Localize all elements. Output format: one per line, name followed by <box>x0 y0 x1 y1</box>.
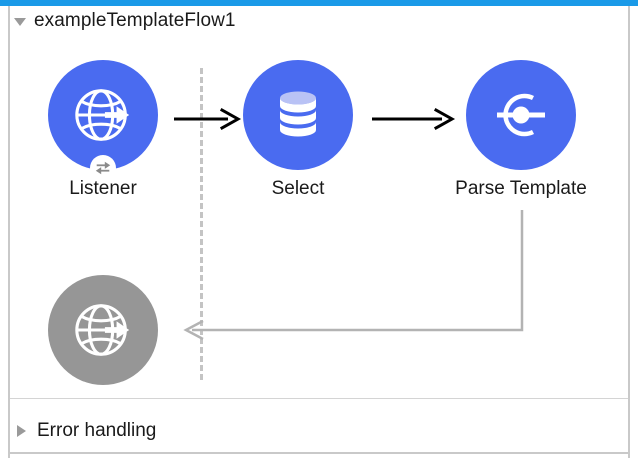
node-parse-template-circle[interactable] <box>466 60 576 170</box>
node-error-listener[interactable] <box>48 275 158 385</box>
node-listener-badge <box>90 155 116 181</box>
globe-arrow-icon <box>75 89 130 141</box>
globe-arrow-icon <box>75 304 130 356</box>
node-listener[interactable]: Listener <box>48 60 158 199</box>
node-listener-label: Listener <box>69 178 137 199</box>
node-select-circle[interactable] <box>243 60 353 170</box>
flow-header[interactable]: exampleTemplateFlow1 <box>14 10 236 32</box>
node-select[interactable]: Select <box>243 60 353 199</box>
node-select-label: Select <box>271 178 325 199</box>
error-section-divider <box>10 398 628 399</box>
node-parse-template-label: Parse Template <box>455 178 587 199</box>
triangle-down-icon[interactable] <box>14 18 26 26</box>
flow-frame-bottom-border <box>8 452 630 454</box>
window-accent-strip <box>0 0 638 6</box>
source-boundary-divider <box>200 68 203 380</box>
database-icon <box>280 91 316 137</box>
triangle-right-icon[interactable] <box>17 425 26 437</box>
flow-frame-left-border <box>8 6 10 458</box>
node-parse-template[interactable]: Parse Template <box>455 60 587 199</box>
error-handling-label: Error handling <box>37 420 157 441</box>
node-listener-circle[interactable] <box>48 60 158 181</box>
flow-frame-right-border <box>628 6 630 458</box>
connector-select-to-parse-template <box>372 107 456 131</box>
exchange-arrows-icon <box>95 161 111 175</box>
connector-listener-to-select <box>174 107 242 131</box>
parse-template-icon <box>497 93 545 137</box>
connector-parse-template-return <box>183 210 524 340</box>
error-handling-section-header[interactable]: Error handling <box>17 420 156 442</box>
node-error-listener-circle[interactable] <box>48 275 158 385</box>
flow-title: exampleTemplateFlow1 <box>34 10 236 31</box>
